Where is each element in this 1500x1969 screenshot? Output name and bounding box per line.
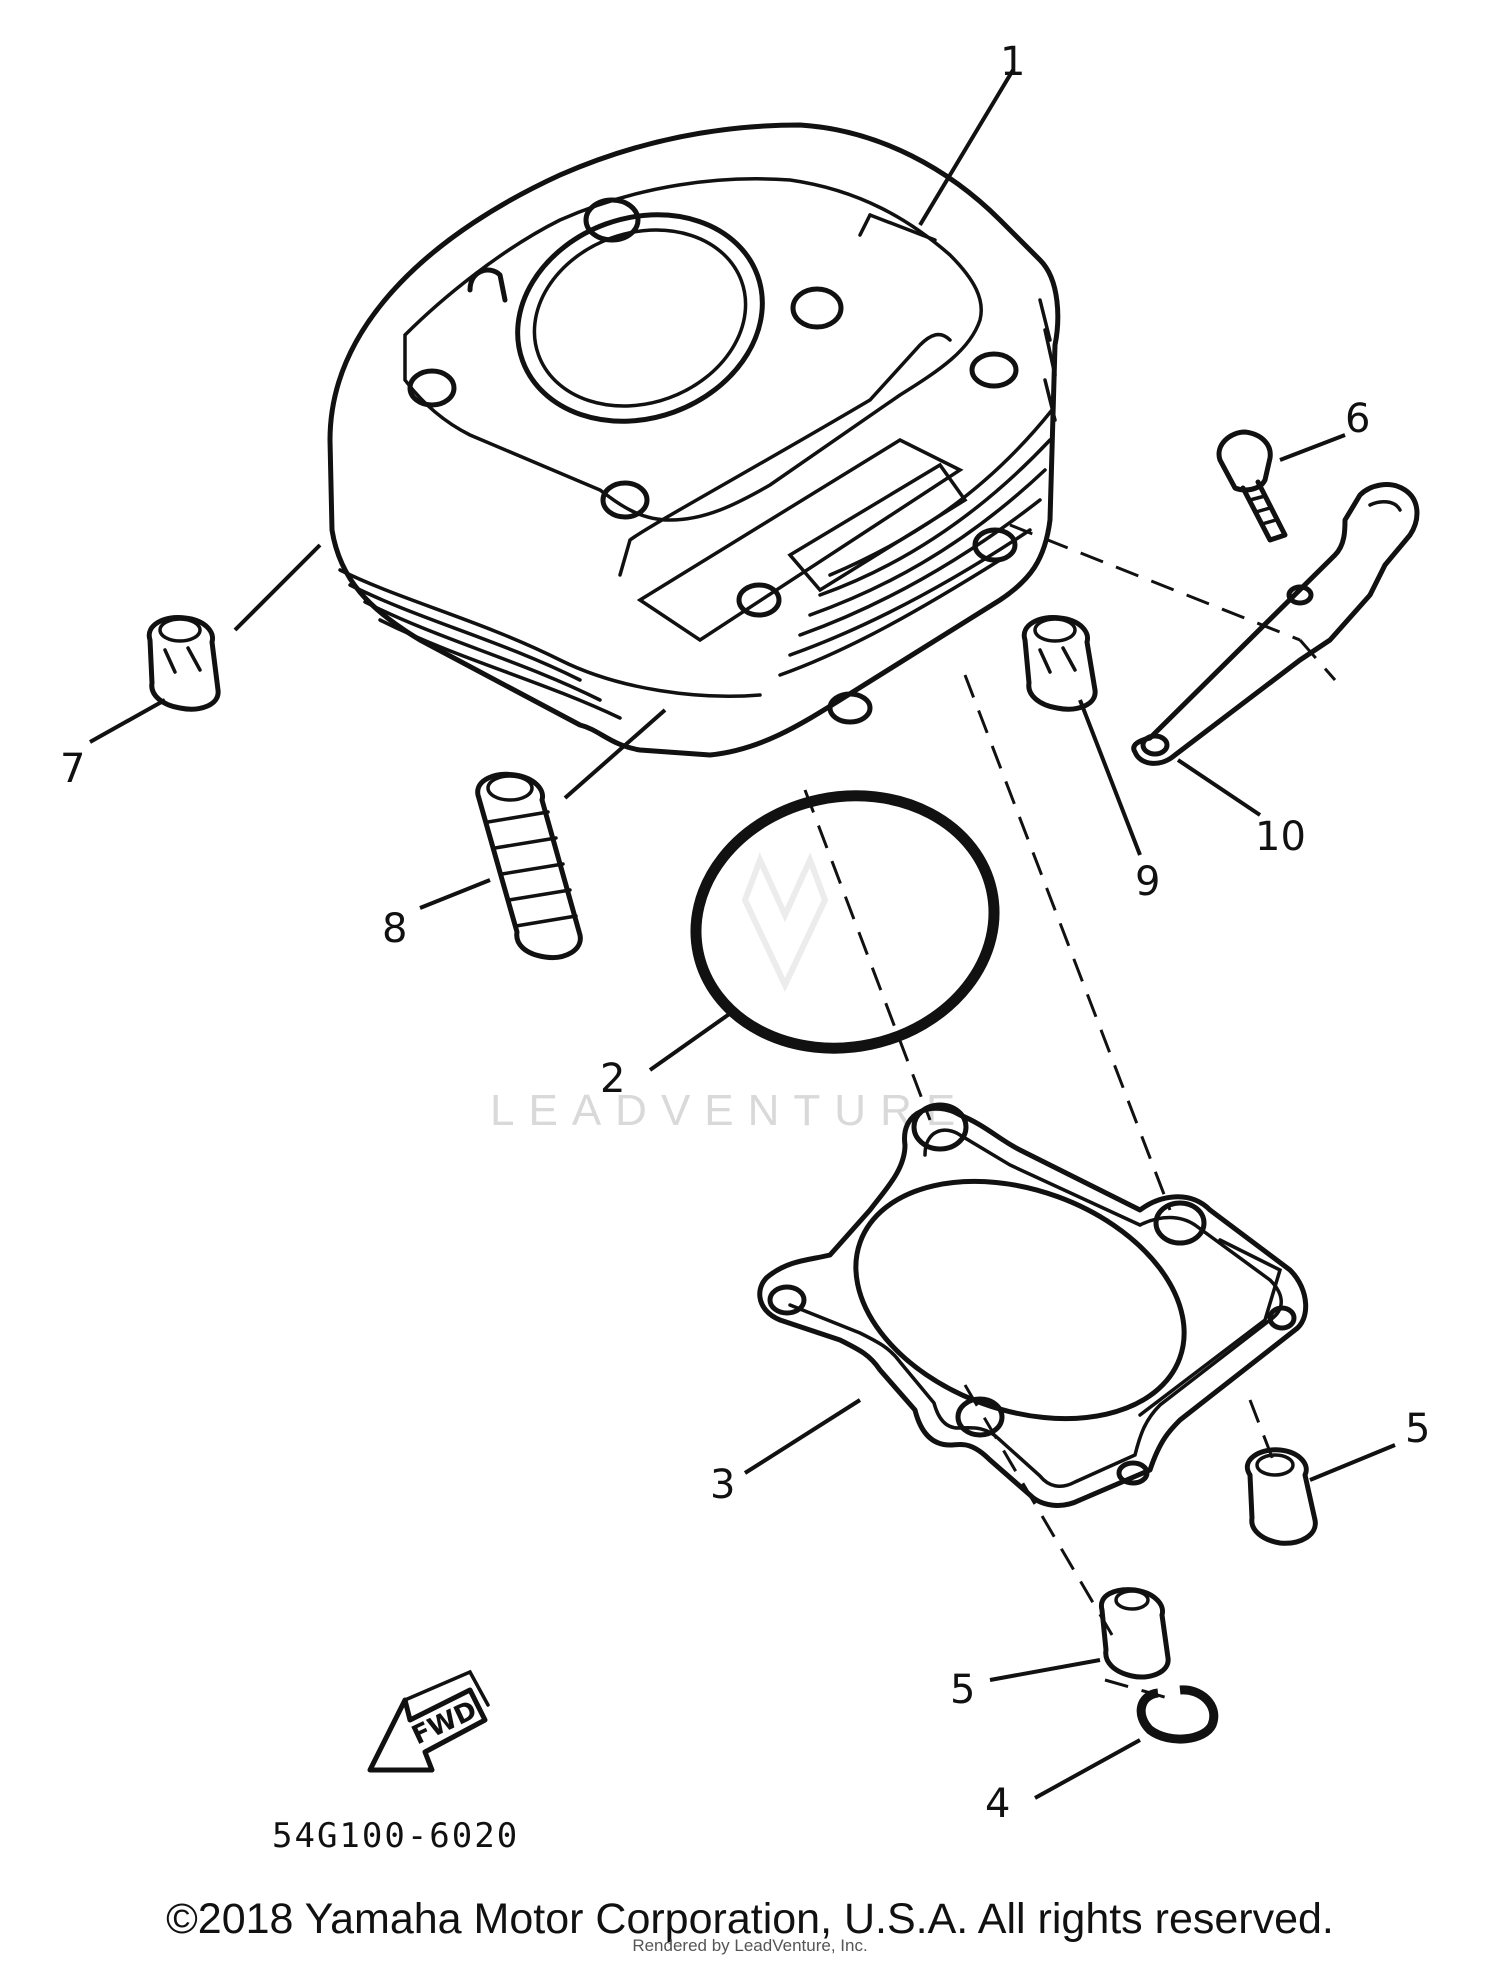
base-gasket-part-3 — [757, 1102, 1309, 1508]
alignment-lines — [803, 523, 1337, 1702]
copyright-notice: ©2018 Yamaha Motor Corporation, U.S.A. A… — [166, 1895, 1334, 1943]
plug-part-9 — [1021, 614, 1098, 712]
stud-part-8 — [475, 771, 583, 961]
watermark-logo — [741, 852, 829, 993]
callout-5-lower: 5 — [950, 1667, 975, 1713]
bracket-part-10 — [1131, 482, 1420, 766]
cylinder-block-part-1 — [327, 122, 1061, 758]
callout-5-right: 5 — [1405, 1406, 1430, 1452]
callout-9: 9 — [1135, 859, 1160, 905]
o-ring-part-2 — [690, 790, 1000, 1054]
dowel-pin-part-5a — [1245, 1447, 1318, 1546]
callout-3: 3 — [710, 1462, 735, 1508]
plug-part-7 — [146, 614, 221, 712]
fwd-arrow: FWD — [367, 1669, 490, 1773]
callout-7: 7 — [60, 746, 85, 792]
bolt-part-6 — [1216, 429, 1288, 543]
diagram-code: 54G100-6020 — [272, 1816, 519, 1856]
callout-2: 2 — [600, 1056, 625, 1102]
callout-4: 4 — [985, 1781, 1010, 1827]
watermark-text: LEADVENTURE — [490, 1086, 969, 1135]
callout-10: 10 — [1255, 814, 1306, 860]
callout-8: 8 — [382, 906, 407, 952]
dowel-pin-part-5b — [1098, 1587, 1171, 1680]
leader-lines — [89, 68, 1396, 1800]
circlip-part-4 — [1136, 1685, 1219, 1744]
rendered-by: Rendered by LeadVenture, Inc. — [632, 1936, 868, 1955]
callout-1: 1 — [1000, 39, 1025, 85]
callout-6: 6 — [1345, 396, 1370, 442]
